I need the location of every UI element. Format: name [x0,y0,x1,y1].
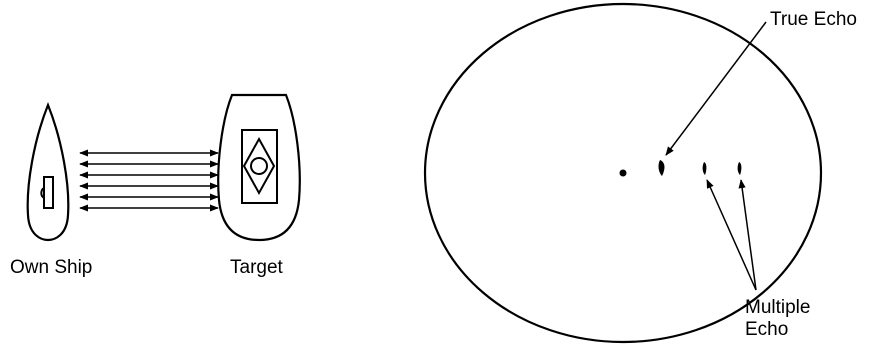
target-hull [217,93,301,242]
multiple-echo-label-line1: Multiple [745,297,810,318]
multiple-echo-leader-2 [738,179,757,291]
target-diamond [242,136,276,196]
multiple-echo-leader-1 [706,179,757,291]
own-ship [26,102,70,242]
radar-scope [423,2,823,344]
own-ship-hull [26,102,70,242]
target-circle [250,157,268,175]
target-structure [241,129,278,204]
own-ship-antenna [43,176,54,209]
own-ship-label: Own Ship [10,257,92,278]
own-ship-dot [619,169,627,177]
true-echo-blip [658,160,665,176]
target-ship [217,93,301,242]
target-label: Target [230,257,284,278]
multiple-echo-label-line2: Echo [745,319,788,340]
own-ship-antenna-arc [40,187,45,199]
true-echo-label: True Echo [770,9,857,30]
multiple-echo-blip-1 [702,162,707,175]
true-echo-leader [665,21,767,156]
radar-display [423,2,823,344]
signal-arrows [79,149,219,212]
multiple-echo-blip-2 [737,162,742,175]
